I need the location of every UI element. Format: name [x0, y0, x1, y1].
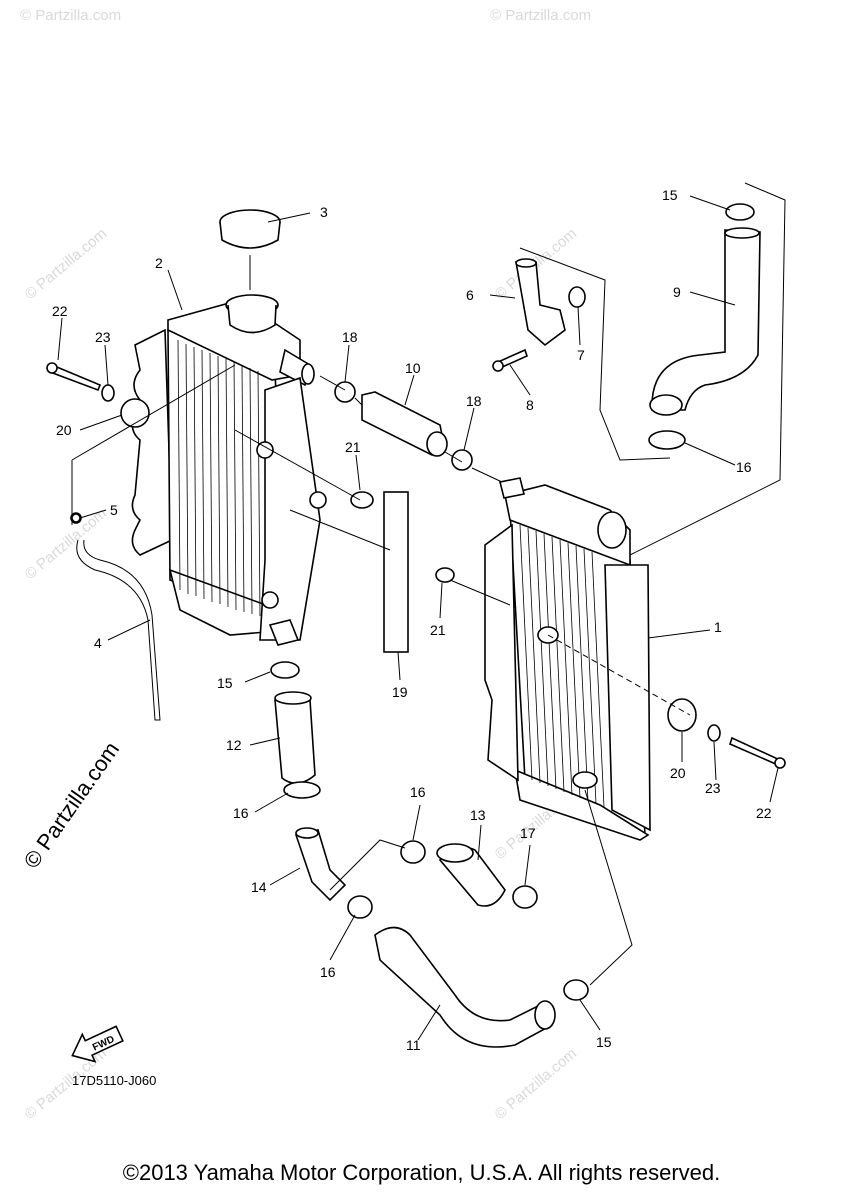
right-radiator-fins: [519, 524, 605, 808]
callout-12: 12: [226, 737, 242, 753]
callout-15c: 15: [596, 1034, 612, 1050]
callout-7: 7: [577, 347, 585, 363]
callout-22b: 22: [756, 805, 772, 821]
callout-18a: 18: [342, 329, 358, 345]
fasteners: [46, 203, 786, 1001]
callout-18b: 18: [466, 393, 482, 409]
callout-23a: 23: [95, 329, 111, 345]
watermark: © Partzilla.com: [22, 225, 110, 303]
callout-16b: 16: [233, 805, 249, 821]
callout-15a: 15: [662, 187, 678, 203]
callout-15b: 15: [217, 675, 233, 691]
callout-21b: 21: [430, 622, 446, 638]
callout-5: 5: [110, 502, 118, 518]
radiator-cap: [219, 209, 281, 290]
right-radiator: [484, 477, 651, 841]
fwd-arrow-icon: FWD: [71, 1025, 124, 1063]
watermark: © Partzilla.com: [492, 1045, 580, 1123]
watermark: © Partzilla.com: [20, 7, 121, 24]
callout-10: 10: [405, 360, 421, 376]
left-radiator: [131, 294, 327, 646]
callout-22a: 22: [52, 303, 68, 319]
callout-16a: 16: [736, 459, 752, 475]
drawing-code: 17D5110-J060: [72, 1073, 156, 1088]
callout-6: 6: [466, 287, 474, 303]
connection-lines: [71, 182, 786, 986]
callout-3: 3: [320, 204, 328, 220]
callout-23b: 23: [705, 780, 721, 796]
callout-19: 19: [392, 684, 408, 700]
watermark: © Partzilla.com: [490, 7, 591, 24]
callout-8: 8: [526, 397, 534, 413]
joint-14: [294, 829, 347, 902]
callout-2: 2: [155, 255, 163, 271]
watermark: © Partzilla.com: [22, 505, 110, 583]
callout-20b: 20: [670, 765, 686, 781]
callout-9: 9: [673, 284, 681, 300]
watermark-main: © Partzilla.com: [19, 737, 125, 873]
hose-4: [76, 539, 161, 721]
callout-11: 11: [406, 1037, 421, 1053]
callout-16d: 16: [320, 964, 336, 980]
leader-lines: [57, 195, 779, 1041]
pad-19: [383, 491, 409, 653]
hose-9: [651, 229, 761, 411]
callout-13: 13: [470, 807, 486, 823]
callout-16c: 16: [410, 784, 426, 800]
hose-11: [374, 926, 554, 1048]
callout-20a: 20: [56, 422, 72, 438]
callout-numbers: 1 2 3 4 5 6 7 8 9 10 11 12 13 14 15 15 1…: [52, 187, 772, 1053]
callout-4: 4: [94, 635, 102, 651]
hose-12: [274, 693, 316, 785]
copyright-notice: ©2013 Yamaha Motor Corporation, U.S.A. A…: [122, 1160, 721, 1185]
callout-1: 1: [714, 619, 722, 635]
callout-14: 14: [251, 879, 267, 895]
callout-21a: 21: [345, 439, 361, 455]
joint-6: [515, 261, 566, 347]
callout-17: 17: [520, 825, 536, 841]
